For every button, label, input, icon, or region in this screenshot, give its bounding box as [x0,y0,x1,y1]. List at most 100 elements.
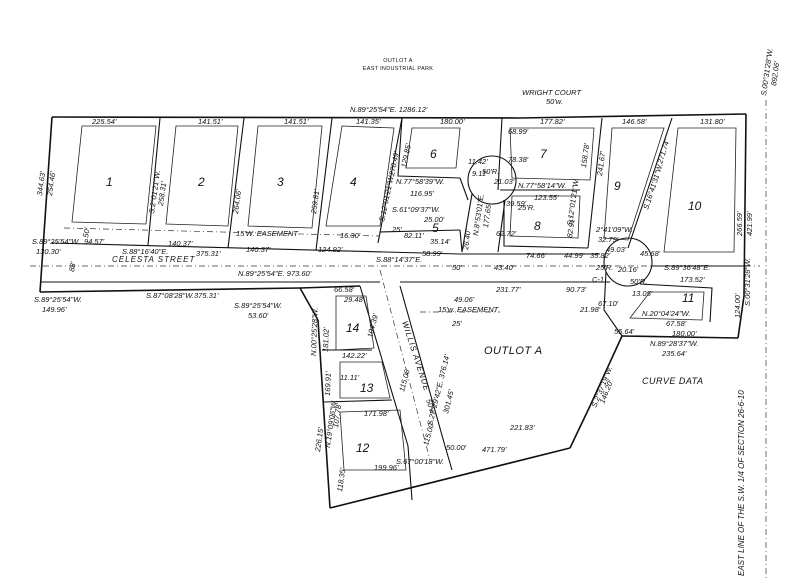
lot10-421: 421.99' [745,211,754,236]
l11-n20: N.20°04'24"W. [642,309,691,318]
lot10-bearing: S.00°31'28"W. [743,258,752,306]
l12-118: 118.35' [335,467,347,492]
lot6b-bearing: S.61°09'37"W. [392,205,440,214]
dim-892: 892.06' [769,60,781,86]
lot6-bearing: N.77°58'39"W. [396,177,445,186]
lw-s89: S.89°25'54"W. [234,301,282,310]
top-bearing: N.89°25'54"E. 1286.12' [350,105,428,114]
o-50: 50.00' [446,443,467,452]
dim-180: 180.00' [440,117,465,126]
lot-4-label: 4 [350,175,357,189]
mid-25: 25' [391,225,402,234]
lot-13-label: 13 [360,381,374,395]
wc-e: 68.99' [508,127,529,136]
o-21: 21.98' [579,305,601,314]
wright-court-label: WRIGHT COURT [522,88,582,97]
l13-107: 107.78' [331,402,343,428]
dim-131: 131.80' [700,117,725,126]
lot-1-label: 1 [106,175,113,189]
celesta-375: 375.31' [196,249,221,258]
celesta-n89: N.89°25'54"E. 973.60' [238,269,312,278]
o-471: 471.79' [482,445,507,454]
celesta-124: 124.92' [318,245,343,254]
wc-f: 9.11' [472,169,488,178]
lot8-len: 241.67' [595,150,608,177]
lot-6-label: 6 [430,147,437,161]
lot4-len: 259.81' [309,188,322,215]
lot8-82: 82.91' [565,216,577,238]
header-line-1: OUTLOT A [383,58,413,64]
l14-142: 142.22' [342,351,367,360]
l14-169: 169.91' [323,371,333,396]
c-32: 32.79' [598,235,619,244]
celesta-140a: 140.37' [168,239,193,248]
dim-344: 344.63' [35,170,47,196]
c-25r: 25'R. [595,263,613,272]
o-90: 90.73' [566,285,587,294]
l14-181: 181.02' [321,327,331,352]
c-brg-s89: S.89°36'48"E. [664,263,710,272]
dim-254: 254.46' [45,170,58,197]
lw-53: 53.60' [248,311,269,320]
east-lots [603,117,744,337]
l11-124: 124.00' [733,293,742,318]
o-231: 231.77' [495,285,521,294]
north-lots [63,117,403,251]
l11-67b: 67.10' [598,299,619,308]
header-line-2: EAST INDUSTRIAL PARK [363,66,433,72]
lot8-158: 158.78' [579,142,591,168]
lot-10-label: 10 [688,199,702,213]
lot9-len: 271.74' [655,138,672,165]
celesta-brg: S.88°16'40"E. [122,247,168,256]
celesta-94: 94.57' [84,237,105,246]
c-49: 49.03' [606,245,627,254]
l13-11: 11.11' [340,373,360,382]
dim-130: 130.30' [36,247,61,256]
c-45: 45.68' [640,249,661,258]
wc-b: 50'R. [482,167,499,176]
lot2-len: 258.31' [156,180,169,207]
lw-s89b: S.89°25'54"W. [34,295,82,304]
dim-146: 146.58' [622,117,647,126]
c-43: 43.40' [494,263,515,272]
o-25: 25' [451,319,462,328]
n-len: 177.65' [481,202,493,228]
section-line-label: EAST LINE OF THE S.W. 1/4 OF SECTION 26-… [737,390,746,576]
mid-82: 82.11' [404,231,424,240]
lot-8-label: 8 [534,219,541,233]
l14-104: 104.39' [365,312,380,338]
l11-180: 180.00' [672,329,697,338]
lw-s87: S.87°08'28"W. [146,291,194,300]
celesta-140b: 140.37' [246,245,271,254]
dim-141b: 141.51' [284,117,309,126]
celesta-50: 50' [81,227,92,239]
outlot-a-label: OUTLOT A [484,345,543,357]
lot10-266: 266.59' [735,211,744,237]
celesta-brg2: S.88°14'37"E. [376,255,422,264]
dim-225: 225.54' [91,117,117,126]
dimension-annotations: N.89°25'54"E. 1286.12' 225.54' 141.51' 1… [32,47,781,492]
o-221: 221.83' [509,423,535,432]
lw-375: 375.31' [194,291,219,300]
wright-court-width: 50'w. [546,97,563,106]
l13-171: 171.98' [364,409,389,418]
c-44: 44.99' [564,251,585,260]
curve-data-label: CURVE DATA [642,376,704,386]
o-301: 301.45' [441,388,456,414]
lot-12-label: 12 [356,441,370,455]
wc-c: 21.03' [493,177,515,186]
celesta-58: 58.99' [422,249,443,258]
wright-court-lots [379,117,603,253]
celesta-easement: 15'W. EASEMENT [236,229,299,238]
lot6b-len: 25.00' [423,215,445,224]
lot7-len: 123.55' [534,193,559,202]
mid-16: 16.30' [340,231,361,240]
lw-149: 149.96' [42,305,67,314]
c-13: 13.05' [632,289,653,298]
l11-67: 67.58' [666,319,687,328]
n-26: 26.40' [461,228,473,251]
l14-29: 29.48' [343,295,365,304]
c-74: 74.66' [526,251,547,260]
wc-a: 11.42' [468,157,488,166]
